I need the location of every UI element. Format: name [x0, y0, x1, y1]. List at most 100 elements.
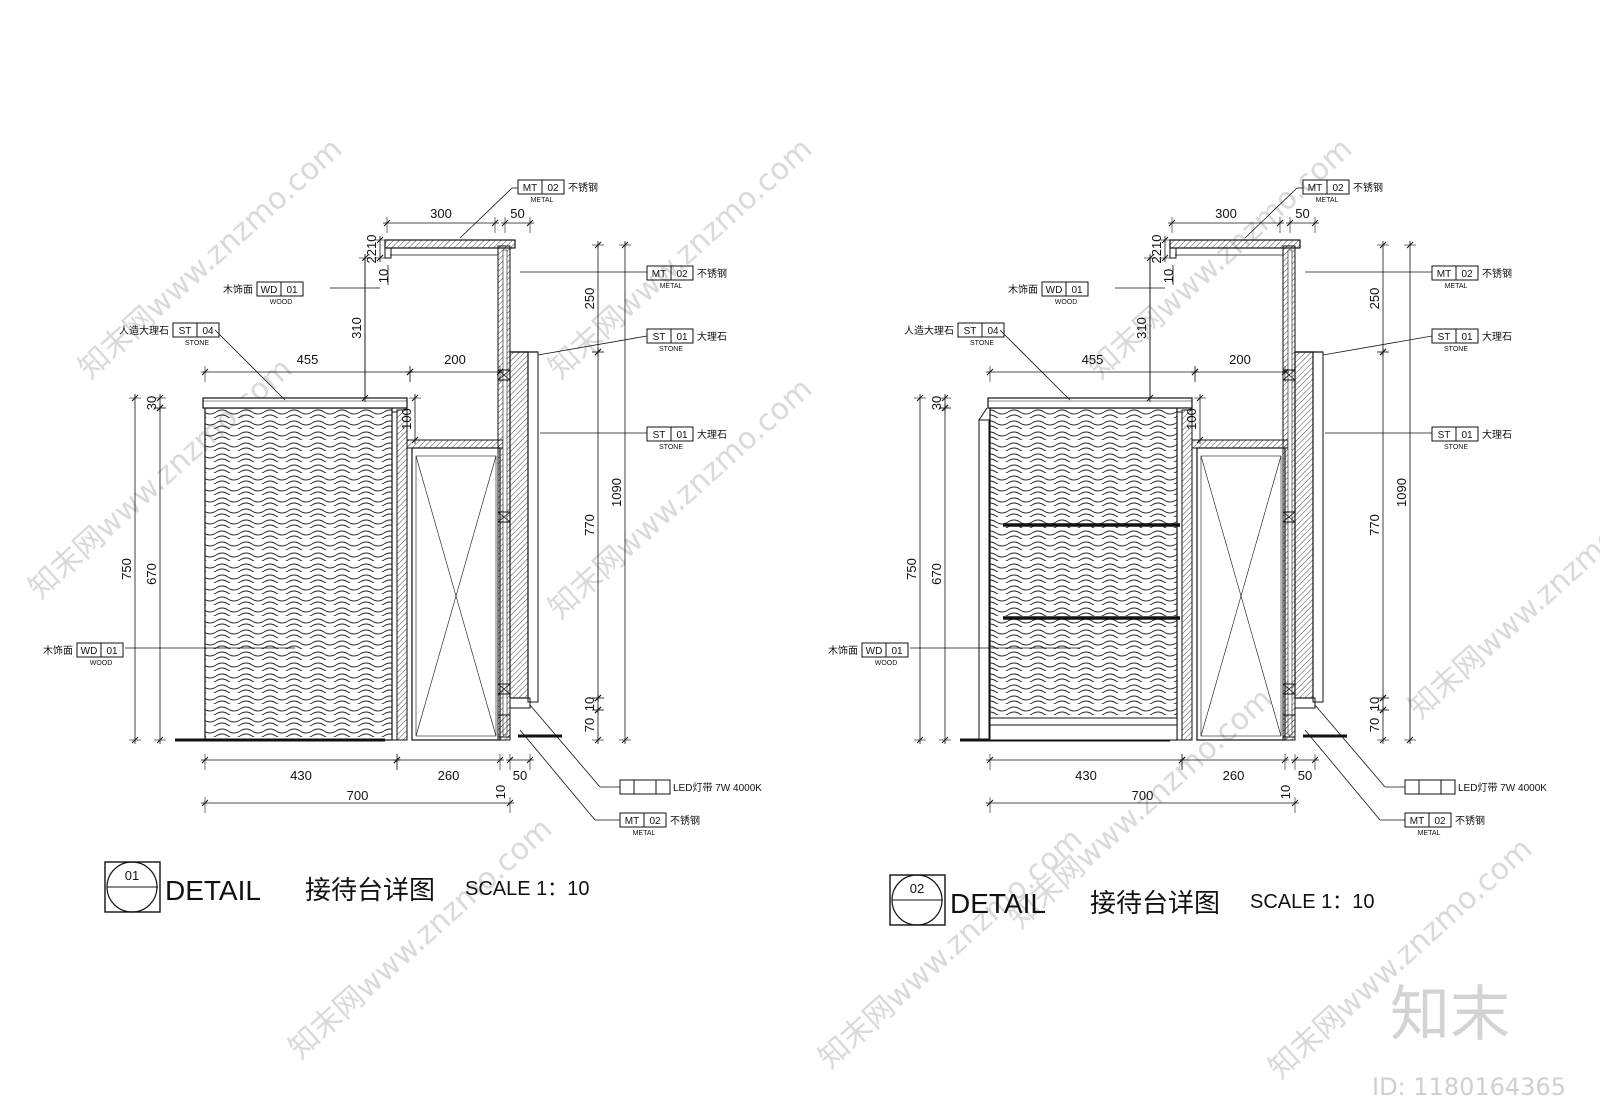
back-wall-core	[1287, 249, 1293, 736]
leader-line	[459, 187, 513, 239]
tag-chinese: 不锈钢	[1482, 267, 1512, 280]
tag-num-box	[1455, 265, 1479, 281]
dimension-text: 700	[1132, 788, 1154, 803]
tag-code: WD	[1046, 285, 1063, 296]
tag-number: 02	[1461, 269, 1473, 280]
top-shelf-lip	[384, 247, 392, 259]
watermark-text: 知末网www.znzmo.com	[282, 811, 559, 1066]
dimension-text: 70	[582, 718, 597, 732]
inner-shelf-section	[1191, 439, 1289, 449]
tag-chinese: 不锈钢	[670, 814, 700, 827]
dimension-text: 10	[1161, 269, 1176, 283]
tag-number: 02	[649, 816, 661, 827]
dimension-text: 2210	[364, 235, 379, 264]
tag-num-box	[670, 265, 694, 281]
stone-column-section	[509, 351, 529, 699]
end-panel-face	[1176, 411, 1183, 741]
tag-number: 01	[676, 430, 688, 441]
fixing-cross	[497, 683, 511, 695]
tag-chinese: 不锈钢	[568, 181, 598, 194]
dimension-text: 260	[438, 768, 460, 783]
dimension-text: 50	[513, 768, 527, 783]
tag-code: MT	[652, 269, 666, 280]
cabinet-inner	[1200, 455, 1282, 737]
tag-chinese: 人造大理石	[904, 324, 954, 337]
dimension-text: 250	[1367, 288, 1382, 310]
top-shelf-section	[1169, 239, 1301, 249]
fixing-cross	[497, 511, 511, 523]
tag-code: ST	[964, 326, 977, 337]
metal-base	[497, 714, 511, 738]
tag-chinese: 木饰面	[1008, 283, 1038, 296]
tag-number: 02	[676, 269, 688, 280]
tag-num-box	[541, 179, 565, 195]
drawing-title: 接待台详图	[305, 876, 435, 906]
tag-chinese: 不锈钢	[1353, 181, 1383, 194]
dimension-text: 250	[582, 288, 597, 310]
fixing-cross	[1282, 683, 1296, 695]
tag-num-box	[1065, 281, 1089, 297]
tag-num-box	[1326, 179, 1350, 195]
tag-num-box	[670, 328, 694, 344]
tag-code: MT	[625, 816, 639, 827]
tag-number: 01	[891, 646, 903, 657]
inner-shelf-section	[406, 439, 504, 449]
tag-num-box	[670, 426, 694, 442]
watermark-text: 知末网www.znzmo.com	[812, 821, 1089, 1076]
dimension-text: 1090	[1394, 478, 1409, 507]
dimension-text: 750	[119, 558, 134, 580]
wood-veneer-panel	[204, 407, 393, 741]
tag-code: WD	[261, 285, 278, 296]
fixing-block	[1282, 683, 1296, 695]
wood-veneer-panel	[989, 407, 1178, 741]
metal-base	[1282, 714, 1296, 738]
led-label: LED灯带 7W 4000K	[1458, 782, 1547, 794]
top-shelf-section	[384, 239, 516, 249]
drawing-scale: SCALE 1：10	[465, 878, 590, 900]
dimension-text: 700	[347, 788, 369, 803]
tag-number: 04	[987, 326, 999, 337]
leader-line	[214, 329, 286, 401]
dimension-text: 310	[1134, 317, 1149, 339]
tag-code: ST	[179, 326, 192, 337]
tag-english: WOOD	[875, 660, 898, 667]
led-strip	[509, 697, 531, 709]
tag-code: WD	[866, 646, 883, 657]
dimension-text: 260	[1223, 768, 1245, 783]
tag-number: 01	[1461, 332, 1473, 343]
dimension-text: 70	[1367, 718, 1382, 732]
cabinet-inner	[415, 455, 497, 737]
tag-num-box	[643, 812, 667, 828]
tag-chinese: 大理石	[1482, 330, 1512, 343]
tag-english: METAL	[1316, 197, 1339, 204]
end-panel-section	[396, 409, 408, 741]
watermark-text: 知末网www.znzmo.com	[1082, 131, 1359, 386]
tag-num-box	[196, 322, 220, 338]
cabinet-cross	[1200, 455, 1282, 737]
dimension-text: 30	[144, 396, 159, 410]
leader-line	[1314, 704, 1386, 788]
stone-column-face	[1312, 351, 1324, 703]
dimension-text: 50	[510, 206, 524, 221]
leader-line	[1322, 335, 1433, 356]
tag-chinese: 大理石	[697, 428, 727, 441]
leader-line	[529, 704, 601, 788]
dimension-text: 770	[1367, 514, 1382, 536]
tag-chinese: 木饰面	[43, 644, 73, 657]
dimension-text: 2210	[1149, 235, 1164, 264]
base-plinth	[989, 717, 1178, 741]
dimension-text: 10	[1278, 785, 1293, 799]
stone-countertop	[987, 397, 1193, 409]
dimension-text: 10	[376, 269, 391, 283]
tag-chinese: 大理石	[697, 330, 727, 343]
